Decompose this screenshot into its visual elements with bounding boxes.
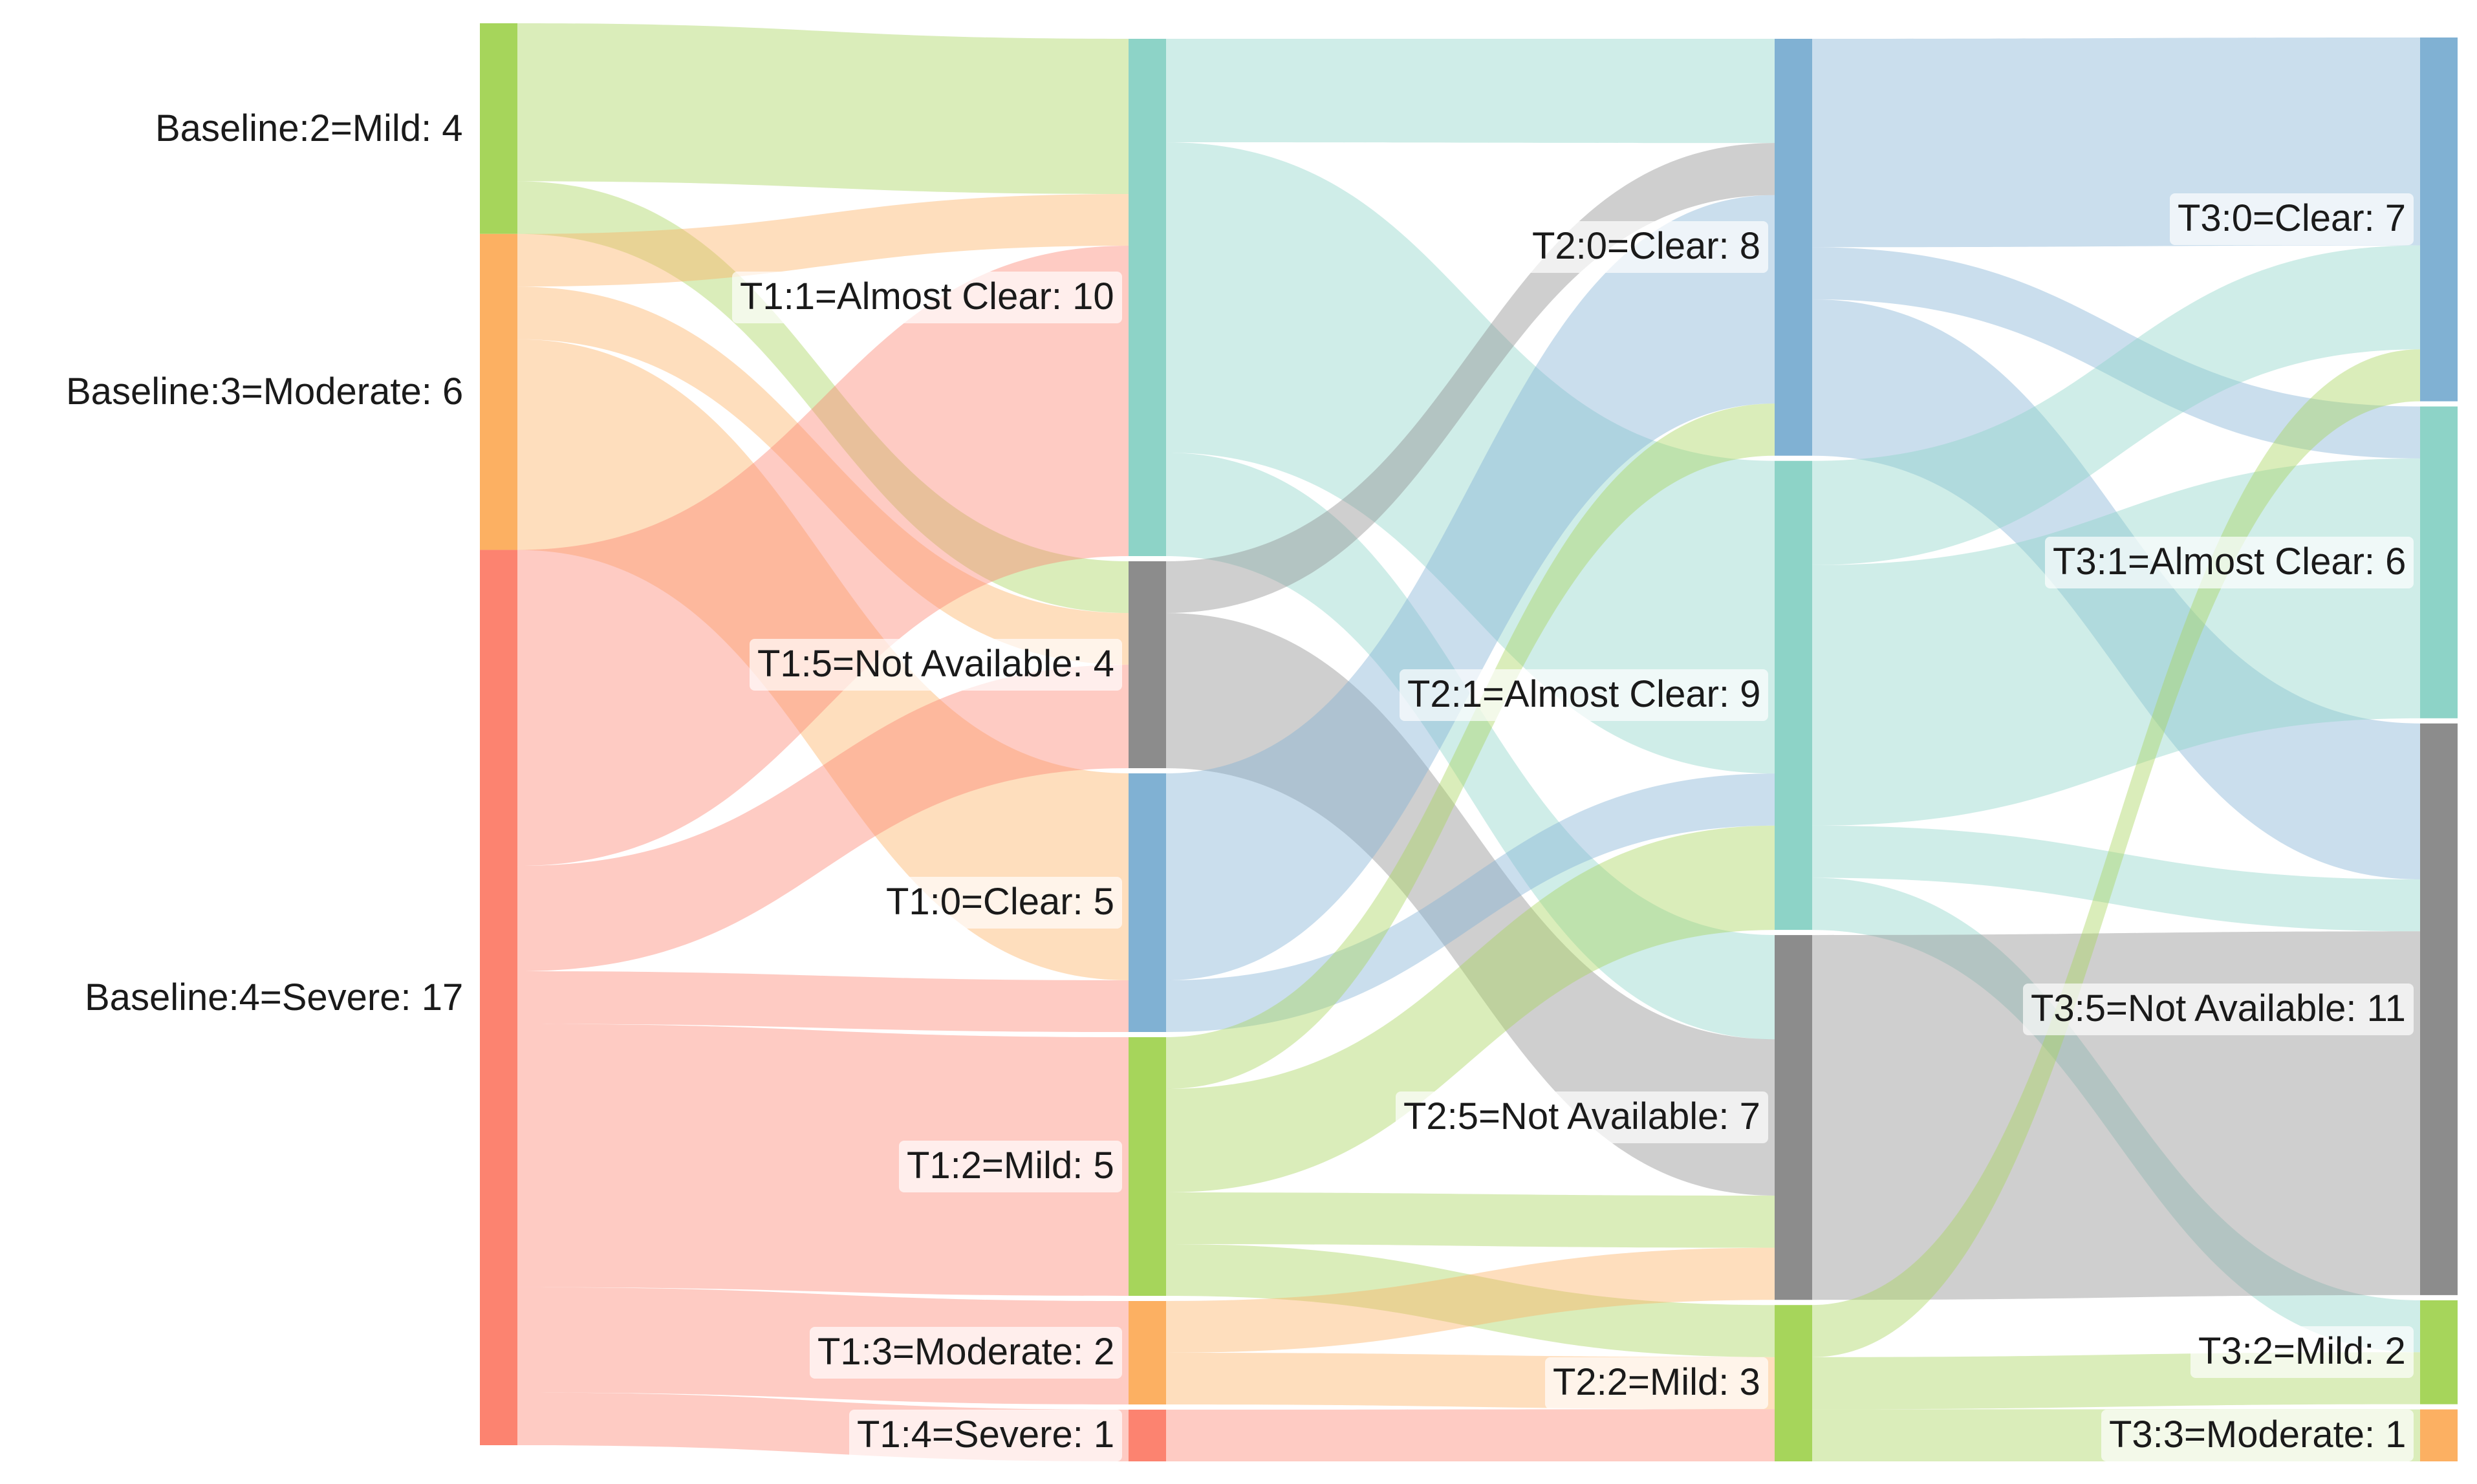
node-label-t1-3: T1:3=Moderate: 2 bbox=[810, 1327, 1123, 1379]
node-label-t2-1: T2:1=Almost Clear: 9 bbox=[1400, 669, 1769, 722]
flow-link-b2-to-t1-1 bbox=[517, 23, 1129, 194]
node-label-t2-0: T2:0=Clear: 8 bbox=[1524, 221, 1769, 274]
flow-link-t1-2-to-t2-5 bbox=[1166, 1192, 1775, 1248]
node-label-t2-2: T2:2=Mild: 3 bbox=[1545, 1357, 1768, 1410]
node-t3-5 bbox=[2420, 723, 2458, 1295]
flow-link-t1-1-to-t2-5 bbox=[1166, 453, 1775, 1040]
flow-link-t2-0-to-t3-5 bbox=[1812, 299, 2420, 879]
node-label-t3-1: T3:1=Almost Clear: 6 bbox=[2045, 536, 2414, 588]
flow-link-t1-5-to-t2-5 bbox=[1166, 613, 1775, 1196]
flow-link-t1-0-to-t2-0 bbox=[1166, 195, 1775, 980]
node-label-t3-0: T3:0=Clear: 7 bbox=[2170, 193, 2414, 246]
node-label-b2: Baseline:2=Mild: 4 bbox=[155, 107, 463, 149]
flow-link-t1-2-to-t2-1 bbox=[1166, 825, 1775, 1192]
flow-links bbox=[517, 23, 2420, 1461]
node-label-b3: Baseline:3=Moderate: 6 bbox=[66, 371, 464, 413]
node-label-t3-5: T3:5=Not Available: 11 bbox=[2023, 983, 2414, 1035]
flow-link-b4-to-t1-2 bbox=[517, 1024, 1129, 1296]
flow-link-b2-to-t1-5 bbox=[517, 181, 1129, 613]
flow-link-b3-to-t1-1 bbox=[517, 194, 1129, 287]
node-t2-5 bbox=[1775, 935, 1812, 1300]
node-label-t1-5: T1:5=Not Available: 4 bbox=[750, 639, 1122, 691]
node-t2-0 bbox=[1775, 39, 1812, 456]
node-label-t3-2: T3:2=Mild: 2 bbox=[2190, 1326, 2414, 1379]
flow-link-t2-0-to-t3-1 bbox=[1812, 247, 2420, 458]
node-label-t1-2: T1:2=Mild: 5 bbox=[899, 1141, 1122, 1192]
flow-link-t1-1-to-t2-0 bbox=[1166, 39, 1775, 144]
node-t2-1 bbox=[1775, 460, 1812, 930]
flow-link-t1-3-to-t2-5 bbox=[1166, 1247, 1775, 1353]
node-t1-2 bbox=[1129, 1037, 1166, 1296]
node-label-t3-3: T3:3=Moderate: 1 bbox=[2101, 1409, 2414, 1461]
flow-link-t1-0-to-t2-1 bbox=[1166, 773, 1775, 1032]
flow-link-b4-to-t1-1 bbox=[517, 246, 1129, 866]
flow-link-t1-5-to-t2-0 bbox=[1166, 143, 1775, 613]
flow-link-t1-2-to-t2-0 bbox=[1166, 403, 1775, 1089]
flow-link-t1-4-to-t2-2 bbox=[1166, 1409, 1775, 1461]
node-label-t1-0: T1:0=Clear: 5 bbox=[878, 877, 1123, 929]
node-t1-1 bbox=[1129, 39, 1166, 556]
flow-link-t2-1-to-t3-5 bbox=[1812, 825, 2420, 932]
node-label-t1-1: T1:1=Almost Clear: 10 bbox=[732, 272, 1122, 323]
node-t3-3 bbox=[2420, 1409, 2458, 1461]
flow-link-b4-to-t1-0 bbox=[517, 971, 1129, 1032]
node-b3 bbox=[480, 233, 517, 550]
node-t2-2 bbox=[1775, 1305, 1812, 1461]
node-b2 bbox=[480, 23, 517, 234]
flow-link-t2-2-to-t3-0 bbox=[1812, 349, 2420, 1357]
flow-link-b4-to-t1-5 bbox=[517, 665, 1129, 971]
node-label-t2-5: T2:5=Not Available: 7 bbox=[1396, 1091, 1768, 1144]
node-b4 bbox=[480, 550, 517, 1445]
node-t3-0 bbox=[2420, 38, 2458, 402]
flow-link-t1-2-to-t2-2 bbox=[1166, 1244, 1775, 1357]
node-t1-5 bbox=[1129, 561, 1166, 768]
flow-link-b3-to-t1-5 bbox=[517, 286, 1129, 665]
node-label-t1-4: T1:4=Severe: 1 bbox=[849, 1410, 1123, 1461]
flow-link-t1-1-to-t2-1 bbox=[1166, 142, 1775, 774]
flow-link-t2-1-to-t3-0 bbox=[1812, 245, 2420, 565]
node-t3-1 bbox=[2420, 406, 2458, 718]
node-t1-3 bbox=[1129, 1301, 1166, 1404]
node-label-b4: Baseline:4=Severe: 17 bbox=[85, 976, 464, 1018]
node-t1-0 bbox=[1129, 773, 1166, 1032]
stage-nodes bbox=[480, 23, 2458, 1461]
flow-link-t2-1-to-t3-2 bbox=[1812, 877, 2420, 1353]
node-t3-2 bbox=[2420, 1300, 2458, 1404]
node-t1-4 bbox=[1129, 1410, 1166, 1461]
